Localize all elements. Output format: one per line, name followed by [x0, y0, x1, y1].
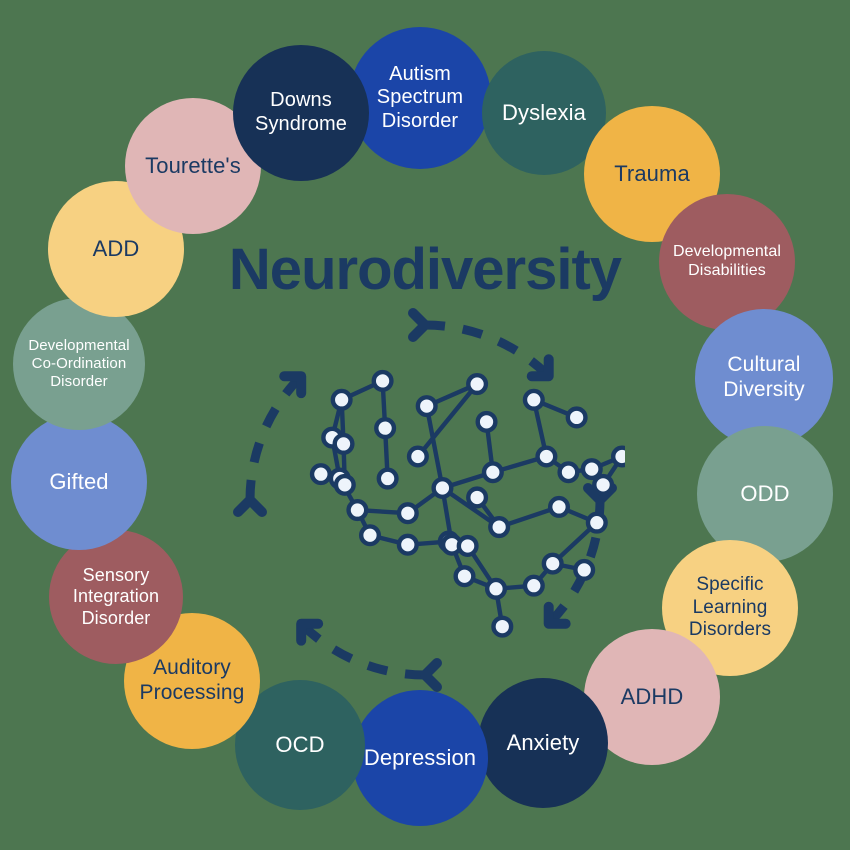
bubble-depression[interactable]: Depression	[352, 690, 488, 826]
bubble-label: Cultural Diversity	[723, 353, 805, 401]
bubble-label: Sensory Integration Disorder	[72, 565, 160, 628]
bubble-label: ADD	[92, 236, 140, 262]
bubble-label: Gifted	[49, 469, 109, 495]
bubble-sensory-integration-disorder[interactable]: Sensory Integration Disorder	[49, 530, 183, 664]
bubble-autism-spectrum-disorder[interactable]: Autism Spectrum Disorder	[349, 27, 491, 169]
brain-network-icon	[309, 369, 625, 638]
bubble-label: Tourette's	[145, 153, 241, 179]
bubble-label: ADHD	[620, 684, 684, 710]
bubble-label: Trauma	[614, 161, 690, 187]
bubble-label: Specific Learning Disorders	[688, 574, 772, 641]
bubble-label: Auditory Processing	[139, 656, 245, 704]
bubble-dyslexia[interactable]: Dyslexia	[482, 51, 606, 175]
bubble-label: OCD	[275, 732, 325, 758]
bubble-label: Dyslexia	[502, 100, 586, 126]
page-title: Neurodiversity	[228, 237, 622, 302]
bubble-label: Autism Spectrum Disorder	[376, 62, 464, 132]
bubble-odd[interactable]: ODD	[697, 426, 833, 562]
bubble-label: ODD	[740, 481, 790, 507]
bubble-developmental-co-ordination-disorder[interactable]: Developmental Co-Ordination Disorder	[13, 298, 145, 430]
bubble-auditory-processing[interactable]: Auditory Processing	[124, 613, 260, 749]
bubble-label: Developmental Co-Ordination Disorder	[28, 337, 130, 390]
bubble-label: Anxiety	[506, 730, 580, 756]
bubble-label: Downs Syndrome	[255, 89, 347, 135]
bubble-developmental-disabilities[interactable]: Developmental Disabilities	[659, 194, 795, 330]
center-graphic	[225, 300, 625, 700]
bubble-gifted[interactable]: Gifted	[11, 414, 147, 550]
bubble-downs-syndrome[interactable]: Downs Syndrome	[233, 45, 369, 181]
bubble-label: Depression	[363, 745, 477, 771]
bubble-label: Developmental Disabilities	[672, 243, 782, 279]
bubble-cultural-diversity[interactable]: Cultural Diversity	[695, 309, 833, 447]
bubble-anxiety[interactable]: Anxiety	[478, 678, 608, 808]
